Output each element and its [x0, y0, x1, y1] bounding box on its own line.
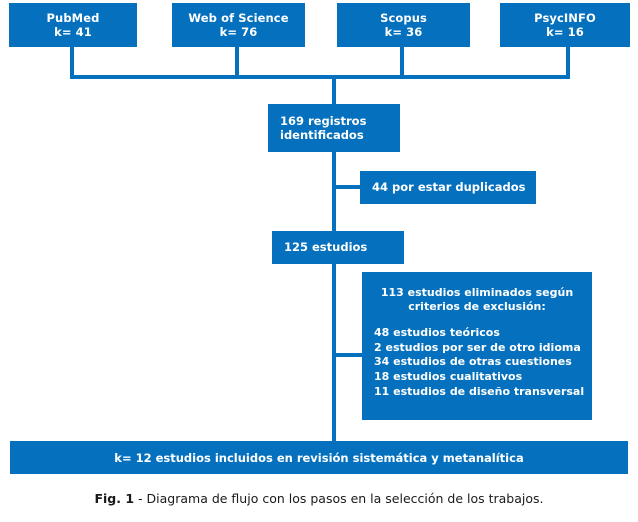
connector-stub-web-of-science	[235, 47, 239, 79]
identified-line-1: 169 registros	[280, 113, 367, 128]
identified-line-2: identificados	[280, 128, 364, 142]
excluded-reason-item: 18 estudios cualitativos	[374, 370, 523, 384]
figure-caption-text: Diagrama de flujo con los pasos en la se…	[146, 491, 544, 506]
excluded-reason-item: 48 estudios teóricos	[374, 326, 500, 340]
connector-to-excluded	[332, 353, 362, 357]
source-name: Web of Science	[188, 10, 289, 25]
source-count: k= 41	[54, 25, 92, 39]
connector-identified-to-screened	[332, 152, 336, 232]
excluded-title-line-2: criterios de exclusión:	[408, 300, 546, 314]
excluded-reason-item: 34 estudios de otras cuestiones	[374, 355, 572, 369]
duplicates-box: 44 por estar duplicados	[360, 171, 536, 204]
connector-stub-psycinfo	[566, 47, 570, 79]
excluded-studies-box: 113 estudios eliminados según criterios …	[362, 272, 592, 420]
included-studies-bar: k= 12 estudios incluidos en revisión sis…	[10, 441, 628, 474]
source-name: PsycINFO	[534, 10, 596, 25]
source-box-pubmed: PubMed k= 41	[9, 3, 137, 47]
source-box-web-of-science: Web of Science k= 76	[172, 3, 305, 47]
excluded-reason-list: 48 estudios teóricos 2 estudios por ser …	[372, 326, 585, 399]
identified-records-box: 169 registros identificados	[268, 104, 400, 152]
connector-to-duplicates	[332, 185, 362, 189]
screened-studies-box: 125 estudios	[272, 231, 404, 264]
source-box-scopus: Scopus k= 36	[337, 3, 470, 47]
duplicates-label: 44 por estar duplicados	[372, 180, 526, 195]
excluded-reason-item: 2 estudios por ser de otro idioma	[374, 340, 581, 354]
connector-to-identified	[332, 75, 336, 105]
screened-label: 125 estudios	[284, 240, 368, 255]
figure-caption-separator: -	[134, 491, 147, 506]
excluded-reason-item: 11 estudios de diseño transversal	[374, 384, 585, 398]
source-count: k= 16	[546, 25, 584, 39]
source-name: PubMed	[46, 10, 100, 25]
included-label: k= 12 estudios incluidos en revisión sis…	[114, 450, 524, 465]
figure-caption-label: Fig. 1	[94, 491, 135, 506]
source-box-psycinfo: PsycINFO k= 16	[500, 3, 630, 47]
excluded-title-line-1: 113 estudios eliminados según	[380, 286, 574, 299]
source-count: k= 36	[384, 25, 423, 39]
connector-stub-scopus	[400, 47, 404, 79]
figure-caption: Fig. 1 - Diagrama de flujo con los pasos…	[0, 491, 638, 506]
connector-stub-pubmed	[70, 47, 74, 79]
source-count: k= 76	[219, 25, 258, 39]
source-name: Scopus	[380, 10, 427, 25]
connector-horizontal-sources	[70, 75, 570, 79]
excluded-title: 113 estudios eliminados según criterios …	[372, 286, 582, 314]
